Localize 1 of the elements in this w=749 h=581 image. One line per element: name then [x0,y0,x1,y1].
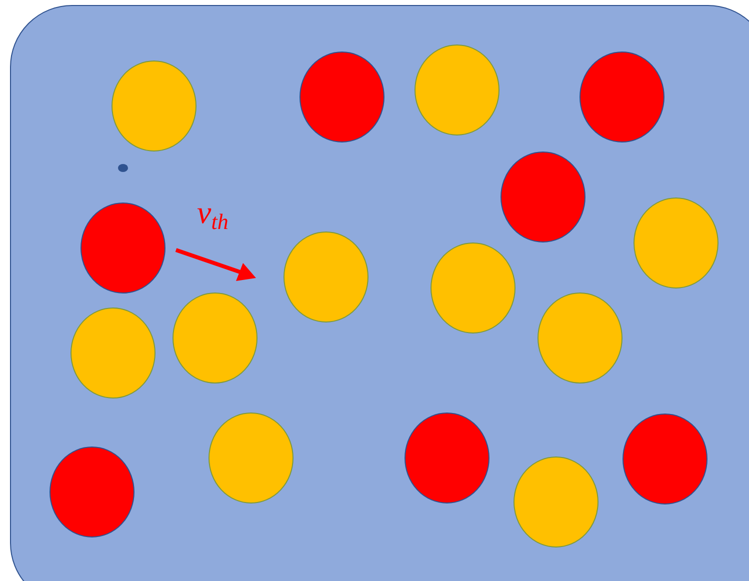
velocity-label: v$_{th}$ [197,196,228,233]
